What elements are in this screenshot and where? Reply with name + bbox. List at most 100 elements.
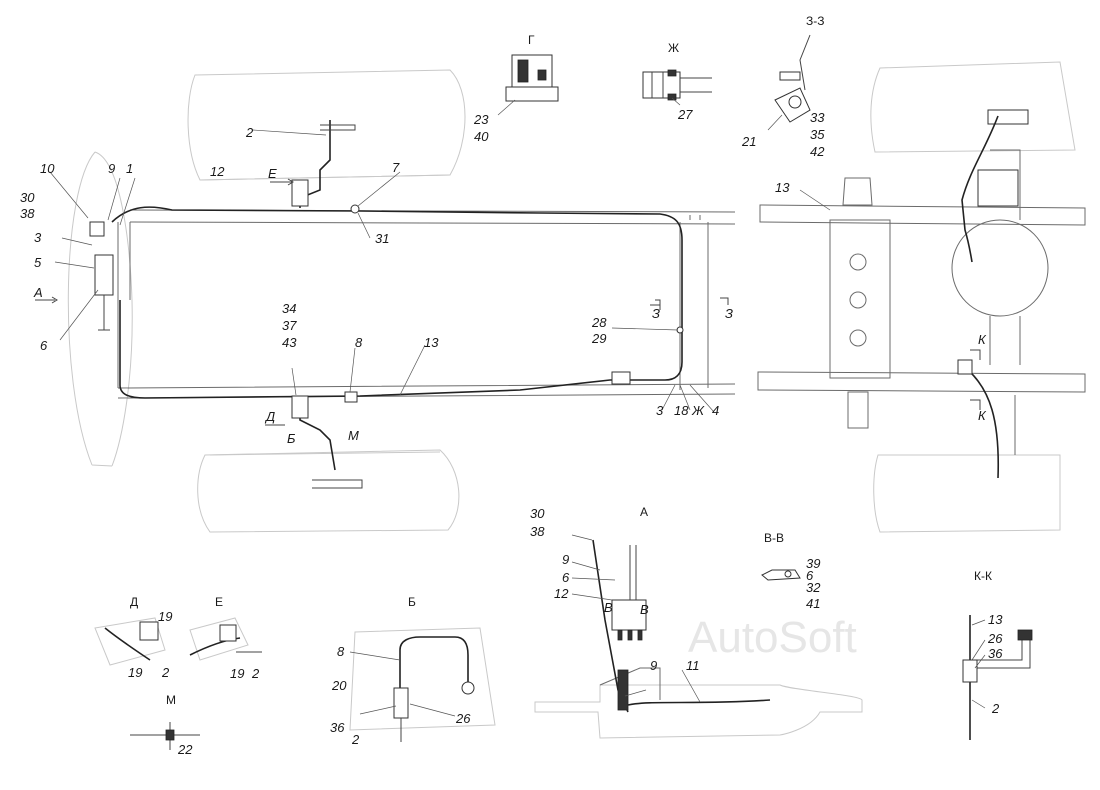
rear-upper-tire [870,61,1076,153]
label-43: 43 [282,335,297,350]
arrow-e [270,178,294,186]
label-18: 18 [674,403,689,418]
fitting-3-rear [611,371,631,385]
view-e-cylinder [219,624,237,642]
valve-fitting-1 [89,221,105,237]
view-vv-bolt [784,570,792,578]
view-e-title: Е [215,595,223,609]
label-10: 10 [40,161,55,176]
section-k-marks [970,349,981,410]
view-zz-hole [788,95,802,109]
label-7: 7 [392,160,400,175]
view-a-pipe-11 [627,699,771,706]
label-8: 8 [355,335,363,350]
view-b-label-36: 36 [330,720,345,735]
rear-section-k-bottom: К [978,408,987,423]
view-zz-bolt [779,71,801,81]
view-e: Е 19 2 [189,595,262,681]
view-vv-label-41: 41 [806,596,820,611]
view-e-outline [189,617,249,661]
view-a-label-v-left: В [604,600,613,615]
view-e-label-2: 2 [251,666,260,681]
label-38: 38 [20,206,35,221]
view-kk-leaders [971,619,986,709]
view-zz-label-35: 35 [810,127,825,142]
view-a-hose [617,669,629,711]
crossmember-hole-1 [849,253,867,271]
view-vv-label-39: 39 [806,556,820,571]
upper-hub [312,124,363,489]
label-2: 2 [245,125,254,140]
view-b: Б 8 20 36 2 26 [330,595,496,747]
section-z-marks [650,297,729,310]
view-b-label-20: 20 [331,678,347,693]
view-kk-label-36: 36 [988,646,1003,661]
view-d-cylinder [139,621,159,641]
label-31: 31 [375,231,389,246]
view-zh: Ж 27 [642,41,712,122]
label-4: 4 [712,403,719,418]
view-zz-leader [767,114,783,131]
view-g-leader [497,99,516,116]
label-30: 30 [20,190,35,205]
view-g-insert-right [537,69,547,81]
view-d-pipe [104,627,151,661]
view-zz-label-33: 33 [810,110,825,125]
view-zh-nut [667,69,677,101]
label-29: 29 [591,331,606,346]
view-a-rod [629,545,637,600]
view-zh-tube [651,72,712,98]
view-kk-label-13: 13 [988,612,1003,627]
watermark: AutoSoft [688,613,857,662]
view-d-label-19a: 19 [158,609,172,624]
view-d: Д 19 19 2 [94,595,172,680]
view-zz-bracket [799,34,811,91]
view-a-leaders [571,534,701,703]
rear-leader-13 [799,189,831,211]
view-vv-title: В-В [764,531,784,545]
view-m-title: М [166,693,176,707]
view-a-label-11: 11 [686,658,700,673]
view-zz: З-З 33 35 42 21 [741,14,825,159]
view-kk-clamp [1017,629,1033,641]
frame-lower-rail [117,383,736,399]
view-b-label-2: 2 [351,732,360,747]
view-b-title: Б [408,595,416,609]
rear-fitting [957,359,973,375]
view-a-valve [611,599,647,631]
arrow-e-label: Е [268,166,277,181]
view-g-insert-left [517,59,529,83]
view-g: Г 23 40 [473,33,559,144]
view-kk-title: К-К [974,569,992,583]
view-kk-label-26: 26 [987,631,1003,646]
crossmember-hole-2 [849,291,867,309]
view-m: М 22 [130,693,200,757]
arrow-b-label: Б [287,431,296,446]
view-zz-label-42: 42 [810,144,825,159]
frame-front-crossmember [117,222,131,388]
view-b-leaders [349,651,456,717]
label-1: 1 [126,161,133,176]
view-d-label-19b: 19 [128,665,142,680]
rear-pipe-upper [961,115,999,263]
view-a: А 30 38 9 6 12 В В 9 11 [530,505,863,739]
label-28: 28 [591,315,607,330]
frame-rear-crossmember [679,215,709,390]
view-zz-title: З-З [806,14,825,28]
view-e-label-19: 19 [230,666,244,681]
view-d-outline [94,617,166,666]
front-wheel-outline [67,151,133,467]
view-b-label-26: 26 [455,711,471,726]
view-vv-clip [761,569,801,581]
view-g-label-40: 40 [474,129,489,144]
view-zh-leader [671,97,681,106]
view-vv-label-6: 6 [806,568,814,583]
label-5: 5 [34,255,42,270]
view-g-base [505,86,559,102]
view-zh-title: Ж [668,41,679,55]
view-kk-fitting [962,659,978,683]
rear-lower-tire [873,454,1061,533]
hub-upper [987,109,1029,125]
crossmember-hole-3 [849,329,867,347]
rear-lower-beam [757,371,1086,393]
